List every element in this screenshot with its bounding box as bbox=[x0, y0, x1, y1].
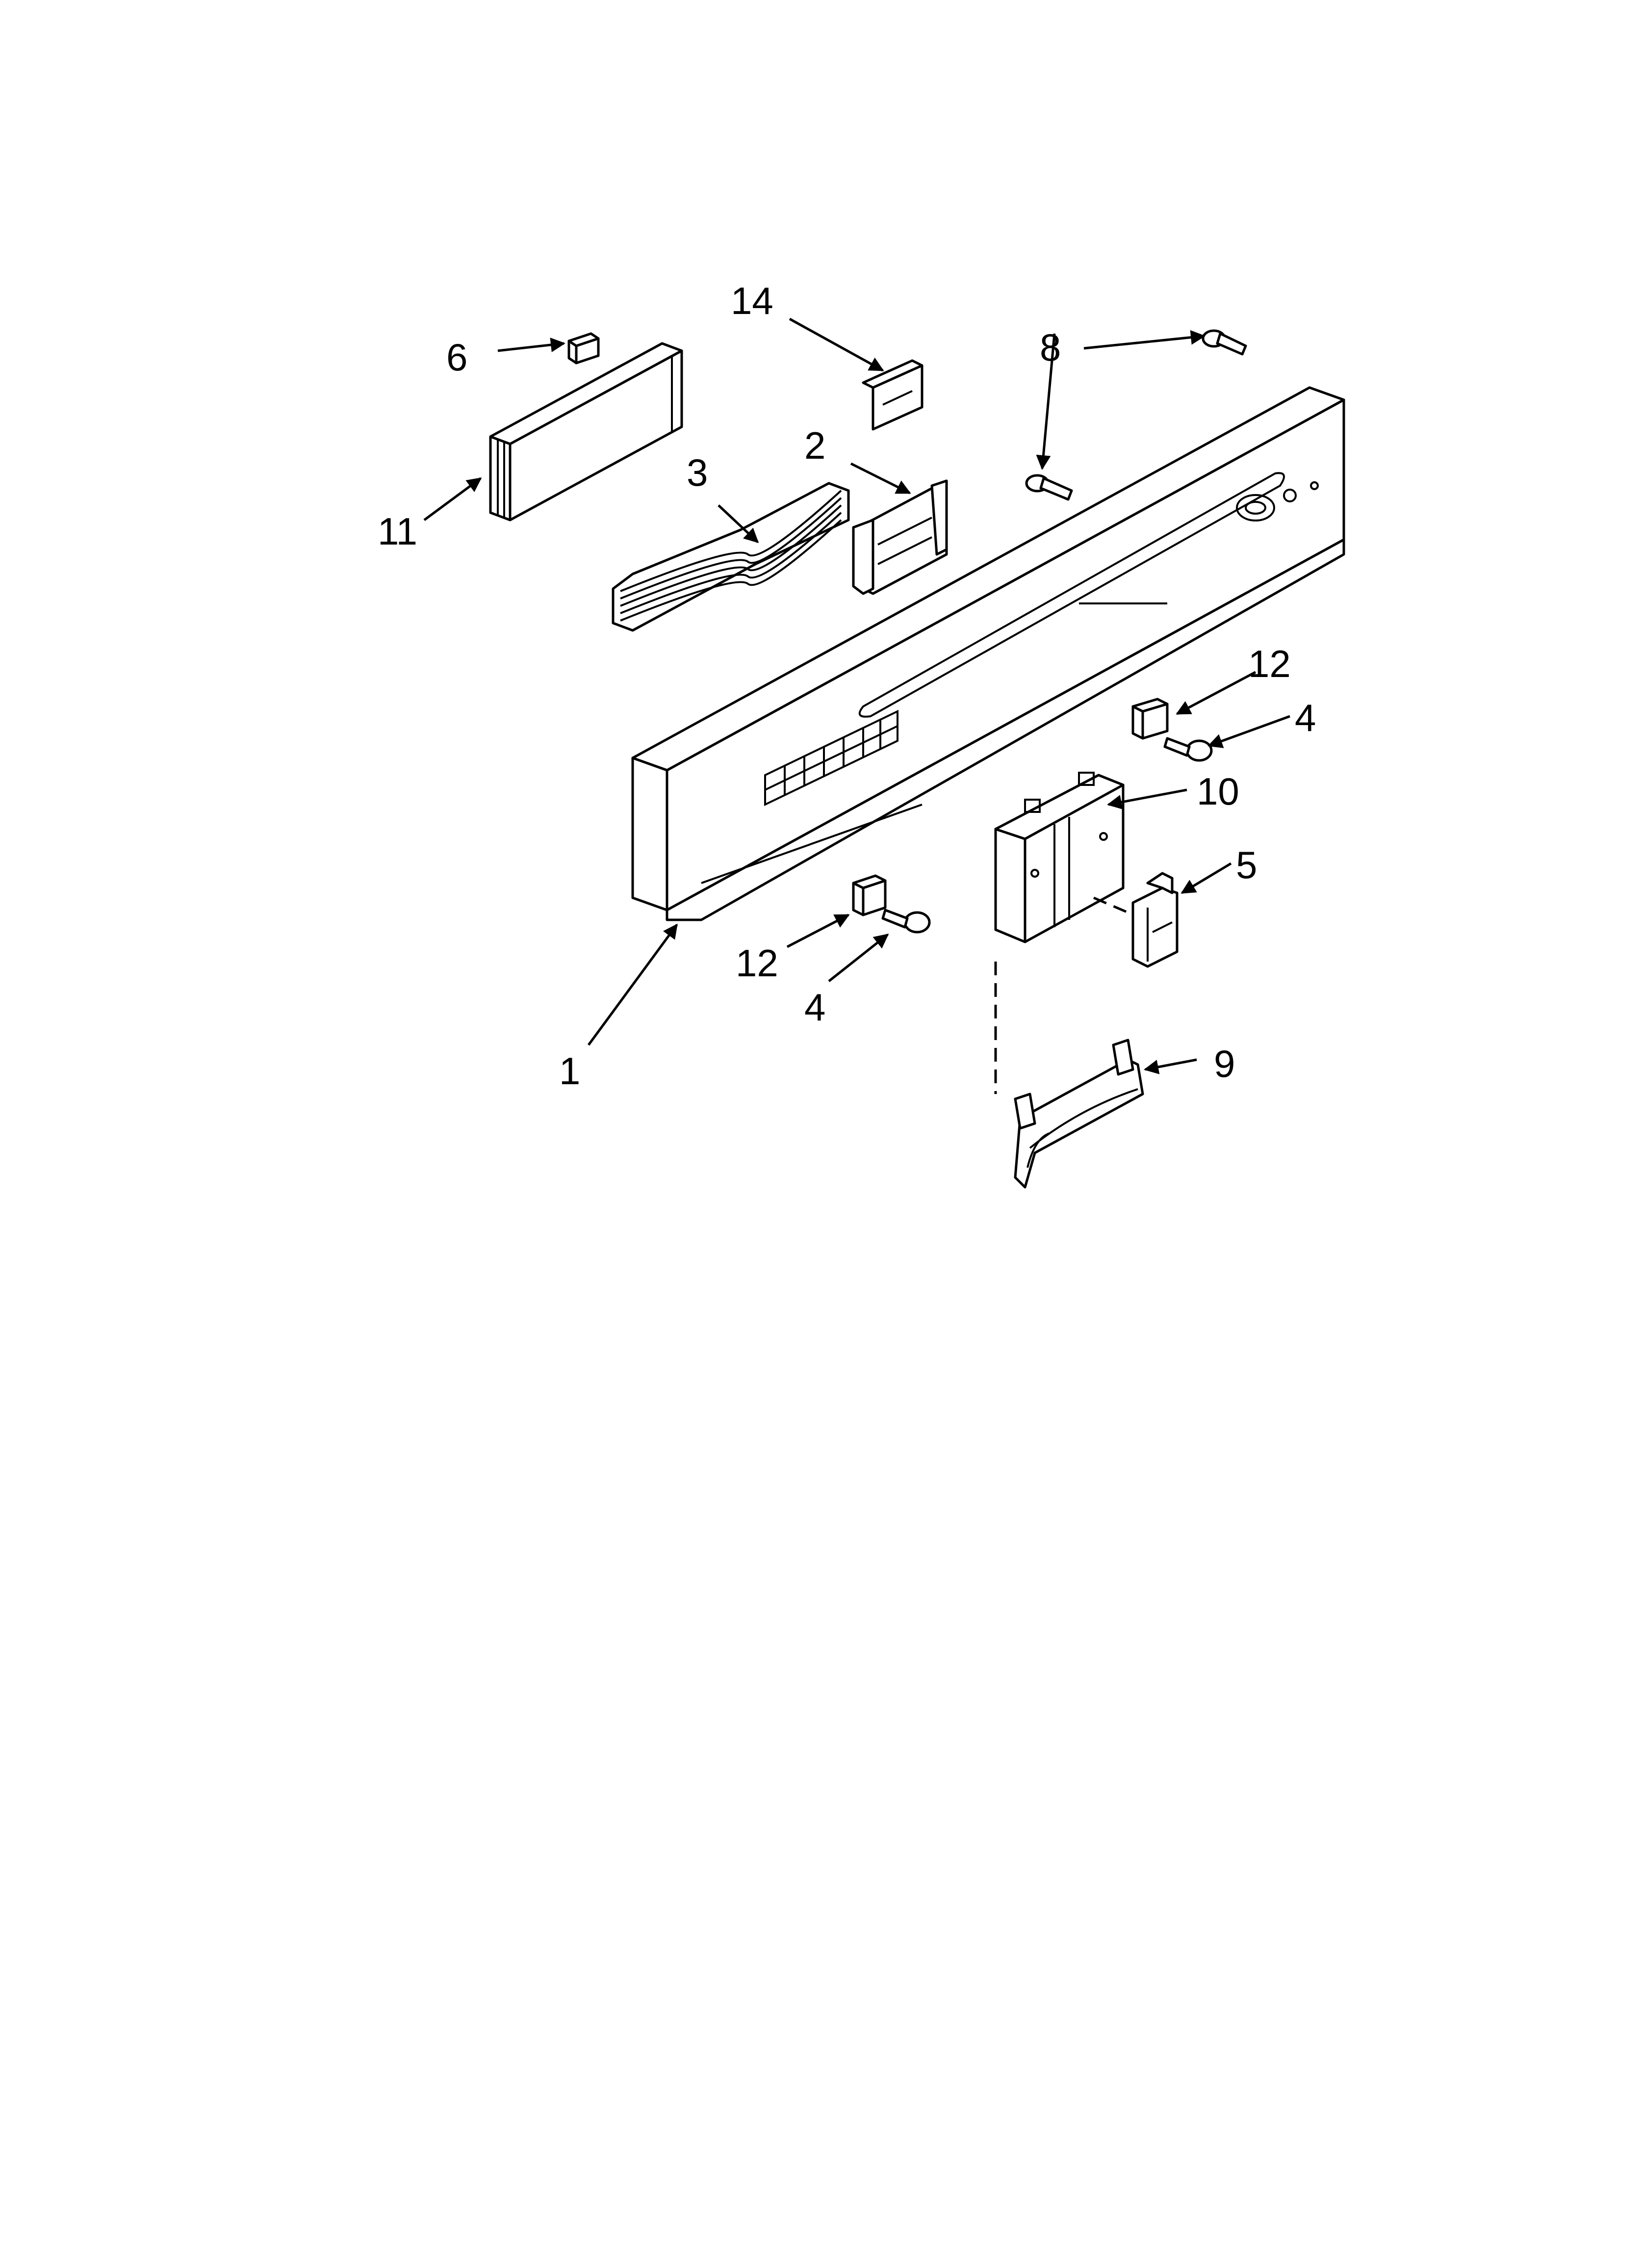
leader-lines bbox=[423, 317, 1290, 1074]
latch-part-5 bbox=[1131, 872, 1179, 968]
callout-10: 10 bbox=[1197, 770, 1239, 813]
callout-8: 8 bbox=[1040, 326, 1061, 369]
callout-14: 14 bbox=[731, 279, 773, 322]
clip-part-6 bbox=[567, 332, 600, 365]
callout-11: 11 bbox=[378, 510, 417, 553]
control-panel-part-1 bbox=[631, 386, 1345, 921]
callout-4-lower: 4 bbox=[804, 986, 825, 1029]
callout-5: 5 bbox=[1236, 843, 1257, 886]
housing-part-11 bbox=[489, 342, 683, 521]
callout-3: 3 bbox=[687, 451, 708, 494]
callout-9: 9 bbox=[1214, 1042, 1235, 1085]
screw-part-4-right bbox=[1163, 737, 1213, 762]
screw-part-8-b bbox=[1202, 329, 1247, 356]
screw-part-8-a bbox=[1025, 474, 1073, 501]
callout-2: 2 bbox=[804, 424, 825, 467]
handle-part-9 bbox=[1014, 1039, 1144, 1189]
callout-12-upper: 12 bbox=[1248, 642, 1291, 685]
callout-12-lower: 12 bbox=[736, 941, 778, 985]
screw-part-4-left bbox=[881, 909, 931, 934]
bracket-part-14 bbox=[862, 359, 924, 431]
clip-part-12-right bbox=[1131, 698, 1169, 740]
connector-part-2 bbox=[852, 479, 948, 595]
mounting-plate-part-10 bbox=[994, 772, 1125, 943]
callout-6: 6 bbox=[446, 336, 467, 379]
callout-4-upper: 4 bbox=[1295, 696, 1316, 739]
clip-part-12-left bbox=[852, 874, 887, 916]
callout-1: 1 bbox=[559, 1049, 580, 1093]
ribbon-cable-part-3 bbox=[612, 482, 850, 632]
